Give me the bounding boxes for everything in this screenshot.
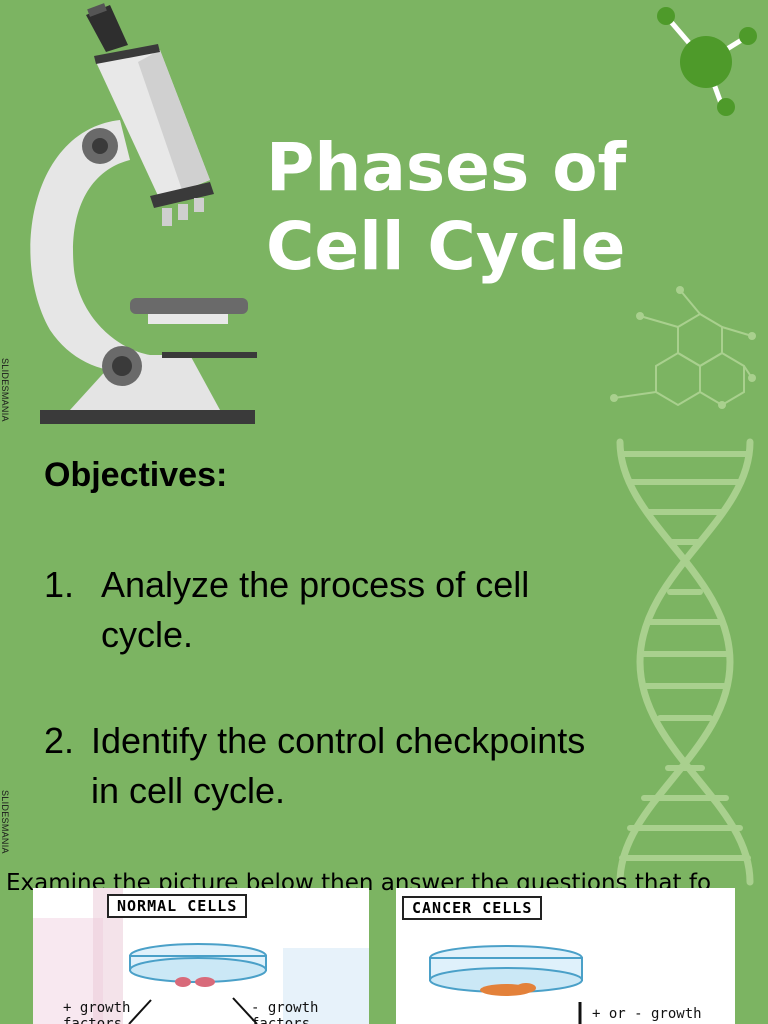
- microscope-icon: [30, 3, 257, 424]
- objectives-heading: Objectives:: [44, 456, 228, 494]
- objective-text-line: Analyze the process of cell: [101, 564, 530, 605]
- title-line-1: Phases of: [266, 129, 627, 206]
- watermark-tag: SLIDESMANIA: [0, 358, 10, 422]
- molecule-icon: [657, 7, 757, 116]
- dna-helix-icon: [616, 438, 754, 886]
- hexagon-molecule-icon: [610, 286, 756, 409]
- growth-note: + growth factors: [63, 1000, 131, 1024]
- normal-cells-image: NORMAL CELLS + growth factors - growth f…: [33, 888, 369, 1024]
- normal-cells-label: NORMAL CELLS: [107, 894, 248, 918]
- objective-text-line: Identify the control checkpoints: [91, 720, 586, 761]
- objective-item-2: 2. Identify the control checkpoints in c…: [44, 716, 704, 816]
- objective-item-1: 1. Analyze the process of cell cycle.: [44, 560, 644, 660]
- objective-text-line: cycle.: [101, 614, 194, 655]
- objective-number: 2.: [44, 720, 75, 761]
- page-title: Phases of Cell Cycle: [266, 128, 706, 286]
- growth-note: + or - growth: [592, 1006, 702, 1022]
- petri-dish-illustration: [33, 888, 369, 1024]
- objective-text-line: in cell cycle.: [91, 770, 286, 811]
- watermark-tag: SLIDESMANIA: [0, 790, 10, 854]
- petri-dish-illustration: [429, 945, 583, 1024]
- title-line-2: Cell Cycle: [266, 208, 626, 285]
- cancer-cells-image: CANCER CELLS + or - growth: [396, 888, 735, 1024]
- growth-note: - growth factors: [251, 1000, 319, 1024]
- objective-number: 1.: [44, 564, 75, 605]
- cancer-cells-label: CANCER CELLS: [402, 896, 543, 920]
